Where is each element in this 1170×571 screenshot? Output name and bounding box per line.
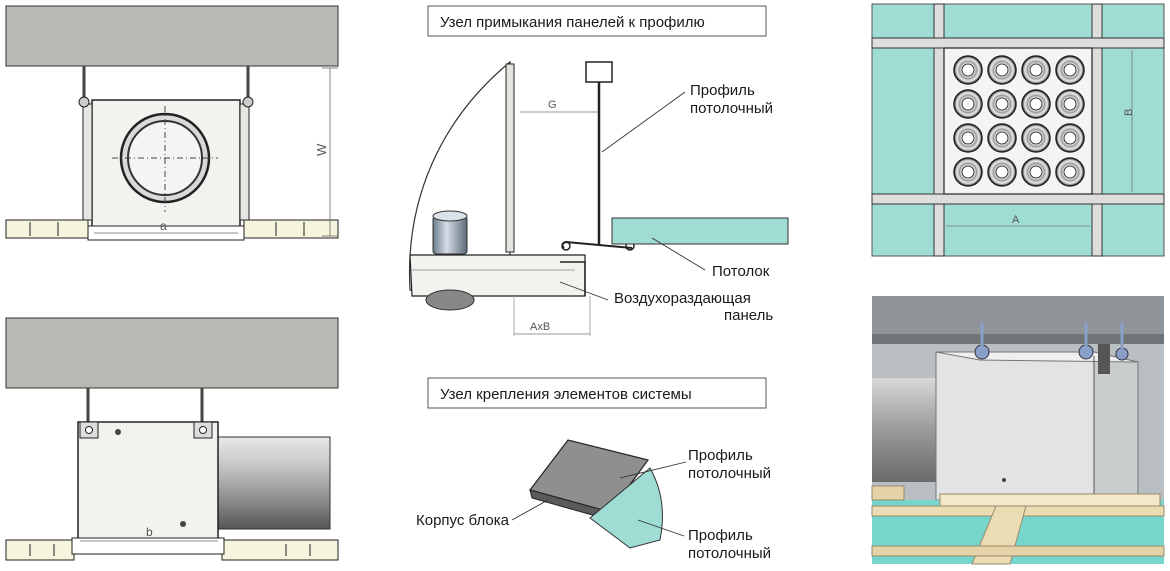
dimension-b: b bbox=[146, 525, 153, 539]
junction-title: Узел примыкания панелей к профилю bbox=[440, 14, 705, 31]
diffuser-panel-edge bbox=[71, 537, 225, 555]
mounting-title-box bbox=[427, 377, 767, 409]
label-profile-top-2: потолочный bbox=[690, 100, 773, 117]
ceiling-slab-3d bbox=[872, 296, 1164, 334]
nozzle bbox=[953, 157, 983, 187]
front-view-top: a W bbox=[5, 5, 339, 241]
junction-detail: Узел примыкания панелей к профилю G AxB bbox=[408, 5, 789, 336]
nozzle bbox=[1055, 123, 1085, 153]
panel-body bbox=[409, 254, 586, 297]
label-housing: Корпус блока bbox=[416, 512, 510, 529]
ceiling-panel bbox=[611, 217, 789, 245]
grid-rail bbox=[871, 37, 1165, 49]
nozzle bbox=[1021, 123, 1051, 153]
nozzle bbox=[1055, 157, 1085, 187]
unit-housing-3d bbox=[935, 351, 1095, 501]
ceiling-slab bbox=[5, 317, 339, 389]
nozzle bbox=[1021, 89, 1051, 119]
label-profile-mid: Профиль bbox=[688, 447, 753, 464]
nozzle bbox=[987, 157, 1017, 187]
nozzle bbox=[1055, 89, 1085, 119]
side-bracket bbox=[82, 103, 93, 221]
label-profile-mid-2: потолочный bbox=[688, 465, 771, 482]
dimension-b-upper: B bbox=[1123, 109, 1135, 116]
screw bbox=[180, 521, 186, 527]
profile-hanger-box bbox=[585, 61, 613, 83]
panel-edge-flange bbox=[560, 261, 586, 296]
dimension-w: W bbox=[314, 143, 329, 156]
nozzle bbox=[987, 55, 1017, 85]
nozzle bbox=[953, 123, 983, 153]
nozzle bbox=[953, 55, 983, 85]
grid-rail bbox=[871, 193, 1165, 205]
bolt bbox=[78, 96, 90, 108]
side-view-bottom: b bbox=[5, 317, 339, 561]
screw bbox=[115, 429, 121, 435]
ceiling-profile bbox=[5, 539, 75, 561]
cylinder bbox=[432, 215, 468, 255]
mounting-detail: Узел крепления элементов системы Профиль… bbox=[416, 377, 771, 562]
nozzle bbox=[1021, 157, 1051, 187]
label-profile-top: Профиль bbox=[690, 82, 755, 99]
label-panel: Воздухораздающая bbox=[614, 290, 751, 307]
label-profile-bot: Профиль bbox=[688, 527, 753, 544]
nozzle bbox=[953, 89, 983, 119]
ceiling-slab bbox=[5, 5, 339, 67]
round-duct-3d bbox=[872, 378, 938, 482]
side-bracket bbox=[239, 103, 250, 221]
housing-wall bbox=[505, 63, 515, 253]
bolt bbox=[242, 96, 254, 108]
support-foot bbox=[425, 289, 475, 311]
dimension-g: G bbox=[548, 99, 557, 111]
nozzle bbox=[1021, 55, 1051, 85]
dimension-a: a bbox=[160, 219, 167, 233]
ceiling-profile bbox=[221, 539, 339, 561]
dimension-a-upper: A bbox=[1012, 214, 1020, 226]
nozzle bbox=[1055, 55, 1085, 85]
unit-housing bbox=[77, 421, 219, 541]
label-profile-bot-2: потолочный bbox=[688, 545, 771, 562]
nozzle-array bbox=[953, 55, 1085, 187]
grid-view: A B bbox=[871, 3, 1165, 257]
nozzle bbox=[987, 89, 1017, 119]
nozzle bbox=[987, 123, 1017, 153]
mounting-title: Узел крепления элементов системы bbox=[440, 386, 692, 403]
label-panel-2: панель bbox=[724, 307, 773, 324]
round-duct bbox=[217, 436, 331, 530]
label-ceiling: Потолок bbox=[712, 263, 770, 280]
dimension-axb: AxB bbox=[530, 321, 550, 333]
perspective-view bbox=[871, 296, 1165, 565]
junction-title-box bbox=[427, 5, 767, 37]
ceiling-profile bbox=[5, 219, 89, 239]
ceiling-profile bbox=[243, 219, 339, 239]
